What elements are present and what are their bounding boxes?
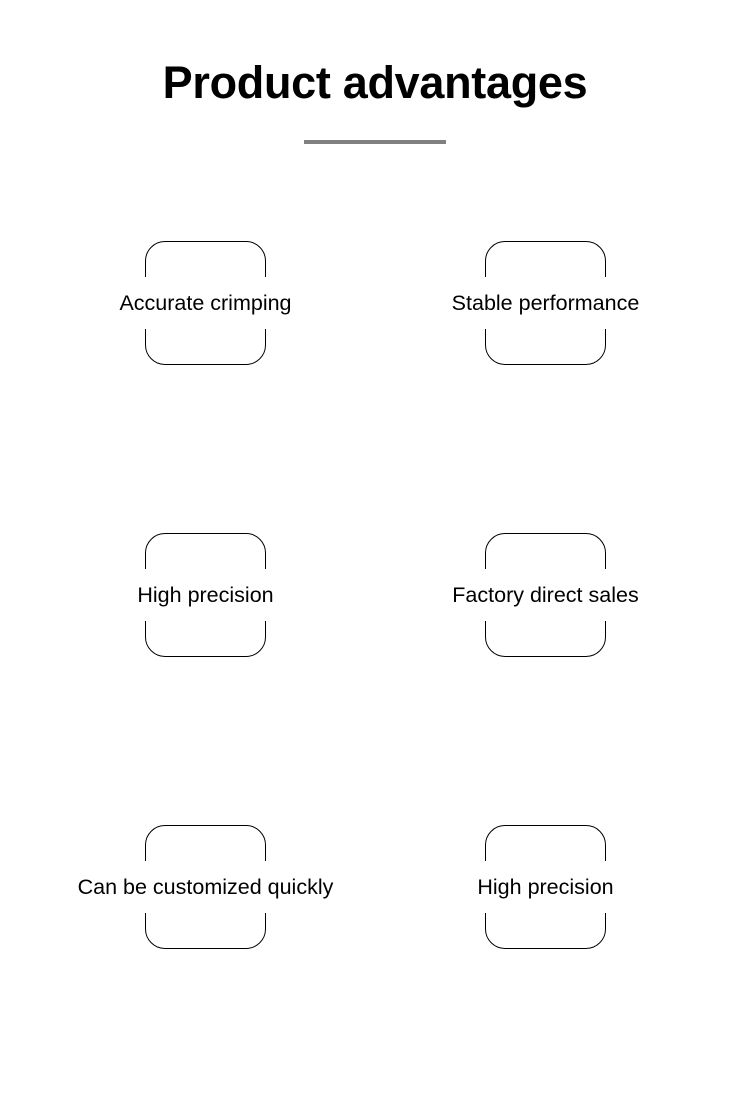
advantage-label: Factory direct sales [358, 569, 733, 621]
advantage-label-text: Stable performance [449, 277, 642, 329]
advantage-label: High precision [358, 861, 733, 913]
advantage-item-high-precision-2[interactable]: High precision [358, 825, 733, 949]
advantage-label-text: Can be customized quickly [75, 861, 336, 913]
advantages-grid: Accurate crimping Stable performance Hig… [0, 241, 750, 949]
advantage-label-text: Factory direct sales [450, 569, 641, 621]
advantage-label: High precision [18, 569, 393, 621]
advantage-label: Accurate crimping [18, 277, 393, 329]
advantages-row: High precision Factory direct sales [0, 533, 750, 657]
advantages-row: Accurate crimping Stable performance [0, 241, 750, 365]
advantage-item-high-precision[interactable]: High precision [18, 533, 393, 657]
advantage-item-factory-direct-sales[interactable]: Factory direct sales [358, 533, 733, 657]
advantage-label: Stable performance [358, 277, 733, 329]
advantages-row: Can be customized quickly High precision [0, 825, 750, 949]
page-header: Product advantages [0, 55, 750, 144]
title-divider [304, 140, 446, 144]
advantage-item-accurate-crimping[interactable]: Accurate crimping [18, 241, 393, 365]
advantage-label-text: High precision [475, 861, 616, 913]
advantage-label-text: Accurate crimping [117, 277, 294, 329]
advantage-item-can-be-customized-quickly[interactable]: Can be customized quickly [18, 825, 393, 949]
advantage-label: Can be customized quickly [18, 861, 393, 913]
advantage-item-stable-performance[interactable]: Stable performance [358, 241, 733, 365]
page-title: Product advantages [162, 57, 588, 108]
advantage-label-text: High precision [135, 569, 276, 621]
